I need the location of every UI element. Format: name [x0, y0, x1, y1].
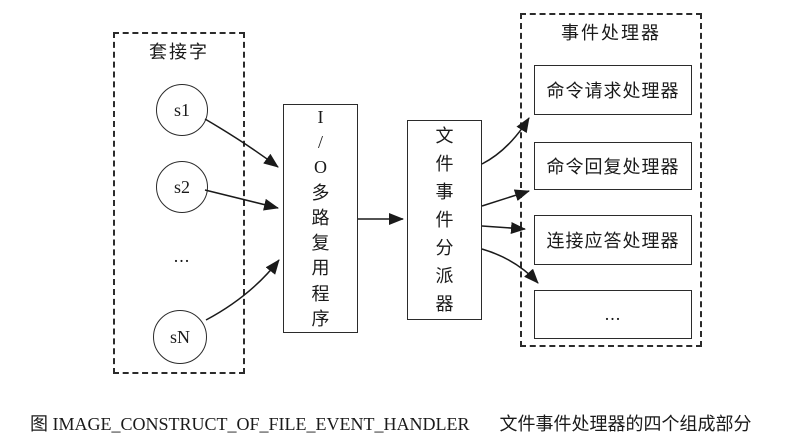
handler-box-connection-accept-label: 连接应答处理器: [546, 231, 680, 251]
socket-node-sN-label: sN: [169, 326, 190, 347]
sockets-ellipsis: ...: [173, 246, 191, 266]
sockets-group-box: 套接字 s1 s2 ... sN: [113, 32, 245, 374]
handler-box-command-reply-label: 命令回复处理器: [546, 157, 680, 177]
figure-caption-description: 文件事件处理器的四个组成部分: [499, 414, 752, 434]
handler-box-command-reply: 命令回复处理器: [534, 142, 692, 190]
handler-box-ellipsis-label: ...: [604, 304, 622, 324]
socket-node-s1-label: s1: [173, 99, 190, 120]
arrow-dispatcher-to-handler-3: [481, 222, 526, 235]
socket-node-sN: sN: [153, 310, 207, 364]
handler-box-ellipsis: ...: [534, 290, 692, 339]
socket-node-s2: s2: [156, 161, 208, 213]
figure-caption-id: 图 IMAGE_CONSTRUCT_OF_FILE_EVENT_HANDLER: [30, 414, 470, 434]
socket-node-s1: s1: [156, 84, 208, 136]
handler-box-command-request-label: 命令请求处理器: [546, 81, 680, 101]
file-event-dispatcher-label: 文 件 事 件 分 派 器: [435, 126, 454, 314]
socket-node-s2-label: s2: [173, 176, 190, 197]
io-multiplexer-box: I / O 多 路 复 用 程 序: [283, 104, 358, 333]
event-handlers-group-box: 事件处理器 命令请求处理器 命令回复处理器 连接应答处理器 ...: [520, 13, 702, 347]
file-event-dispatcher-box: 文 件 事 件 分 派 器: [407, 120, 482, 320]
handler-box-command-request: 命令请求处理器: [534, 65, 692, 115]
figure-caption: 图 IMAGE_CONSTRUCT_OF_FILE_EVENT_HANDLER 文…: [30, 410, 752, 436]
event-handlers-group-label: 事件处理器: [561, 23, 661, 43]
io-multiplexer-label: I / O 多 路 复 用 程 序: [311, 107, 330, 329]
sockets-group-label: 套接字: [149, 42, 209, 62]
handler-box-connection-accept: 连接应答处理器: [534, 215, 692, 265]
